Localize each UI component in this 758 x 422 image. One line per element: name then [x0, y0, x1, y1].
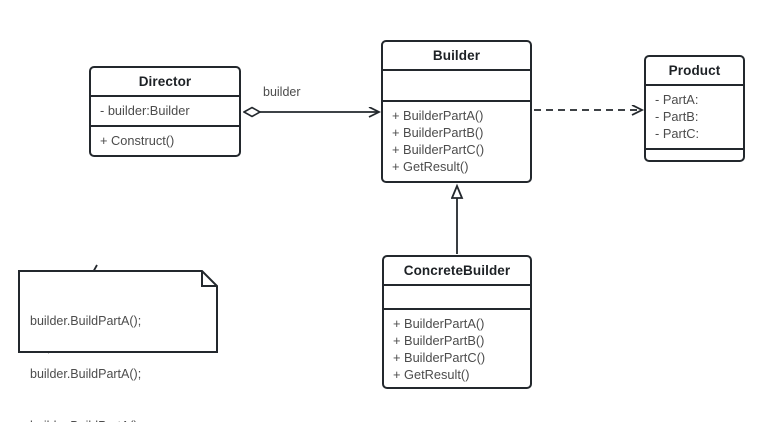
- class-attribute-row: - PartB:: [655, 109, 699, 124]
- class-divider: [91, 125, 239, 127]
- class-operation-row: + BuilderPartC(): [393, 350, 486, 365]
- class-attributes-builder: [383, 71, 530, 100]
- class-attribute-row: - builder:Builder: [100, 103, 190, 118]
- class-operation-row: + BuilderPartC(): [392, 142, 485, 157]
- note-box[interactable]: builder.BuildPartA(); builder.BuildPartA…: [18, 270, 218, 422]
- class-attribute-row: - PartA:: [655, 92, 699, 107]
- class-divider: [384, 308, 530, 310]
- class-attribute-row: - PartC:: [655, 126, 700, 141]
- class-title-product: Product: [668, 63, 721, 78]
- class-operation-row: + BuilderPartA(): [392, 108, 484, 123]
- class-divider: [383, 100, 530, 102]
- class-operations-concretebuilder: + BuilderPartA() + BuilderPartB() + Buil…: [384, 310, 530, 389]
- note-line: builder.BuildPartA();: [30, 418, 174, 422]
- class-operations-director: + Construct(): [91, 127, 239, 155]
- class-operation-row: + GetResult(): [393, 367, 470, 382]
- class-divider: [91, 95, 239, 97]
- note-text: builder.BuildPartA(); builder.BuildPartA…: [30, 278, 174, 422]
- class-divider: [646, 84, 743, 86]
- class-title-director: Director: [138, 74, 192, 89]
- class-box-director[interactable]: Director - builder:Builder + Construct(): [89, 66, 241, 157]
- class-divider: [383, 69, 530, 71]
- class-attributes-product: - PartA: - PartB: - PartC:: [646, 86, 743, 148]
- class-operation-row: + GetResult(): [392, 159, 469, 174]
- class-box-product[interactable]: Product - PartA: - PartB: - PartC:: [644, 55, 745, 162]
- class-title-concretebuilder: ConcreteBuilder: [403, 263, 511, 278]
- note-line: builder.BuildPartA();: [30, 366, 142, 381]
- note-line: builder.BuildPartA();: [30, 314, 142, 328]
- class-operations-builder: + BuilderPartA() + BuilderPartB() + Buil…: [383, 102, 530, 181]
- class-title-builder: Builder: [432, 48, 481, 63]
- class-attributes-concretebuilder: [384, 286, 530, 308]
- class-operation-row: + BuilderPartB(): [393, 333, 485, 348]
- class-box-builder[interactable]: Builder + BuilderPartA() + BuilderPartB(…: [381, 40, 532, 183]
- class-operations-product: [646, 150, 743, 172]
- class-operation-row: + BuilderPartB(): [392, 125, 484, 140]
- class-divider: [646, 148, 743, 150]
- class-box-concretebuilder[interactable]: ConcreteBuilder + BuilderPartA() + Build…: [382, 255, 532, 389]
- class-operation-row: + Construct(): [100, 133, 175, 148]
- edge-label-builder: builder: [263, 85, 301, 99]
- class-operation-row: + BuilderPartA(): [393, 316, 485, 331]
- class-divider: [384, 284, 530, 286]
- class-attributes-director: - builder:Builder: [91, 97, 239, 125]
